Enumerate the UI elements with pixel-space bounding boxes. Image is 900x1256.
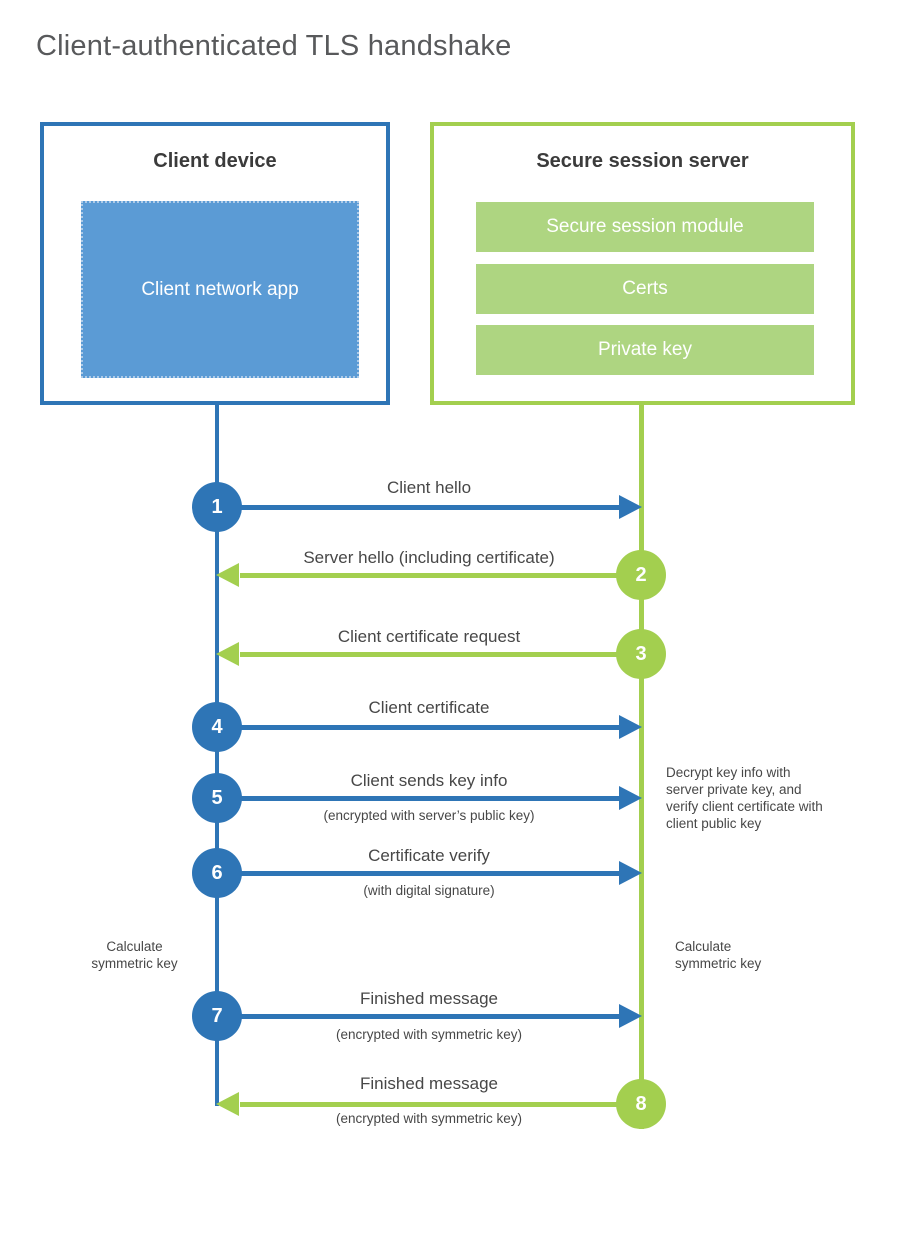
step-circle-4: 4: [192, 702, 242, 752]
server-module-bar: Secure session module: [476, 202, 814, 252]
arrow-head-right-icon: [619, 786, 642, 810]
secure-session-server-title: Secure session server: [536, 150, 749, 172]
arrow-head-right-icon: [619, 715, 642, 739]
message-label-client-sends-key-info: Client sends key info: [350, 771, 508, 790]
message-label-finished-message-server: Finished message: [360, 1074, 498, 1093]
step-circle-8: 8: [616, 1079, 666, 1129]
message-sublabel-symmetric-key-client: (encrypted with symmetric key): [335, 1027, 523, 1042]
arrow-line: [240, 1102, 641, 1107]
arrow-head-right-icon: [619, 861, 642, 885]
step-circle-7: 7: [192, 991, 242, 1041]
arrow-line: [240, 573, 641, 578]
step-circle-1: 1: [192, 482, 242, 532]
arrow-head-left-icon: [216, 563, 239, 587]
arrow-head-right-icon: [619, 495, 642, 519]
server-module-label: Secure session module: [546, 216, 744, 237]
message-sublabel-encrypted-server-public-key: (encrypted with server’s public key): [323, 808, 535, 823]
server-private-key-bar: Private key: [476, 325, 814, 375]
step-circle-5: 5: [192, 773, 242, 823]
message-label-certificate-verify: Certificate verify: [368, 846, 490, 865]
calculate-symmetric-key-note-client: Calculate symmetric key: [91, 939, 178, 971]
client-device-box: Client device Client network app: [40, 122, 390, 405]
arrow-line: [217, 871, 620, 876]
arrow-line: [217, 796, 620, 801]
page-title: Client-authenticated TLS handshake: [36, 30, 512, 62]
client-network-app-label: Client network app: [141, 278, 299, 300]
arrow-line: [217, 725, 620, 730]
message-label-finished-message-client: Finished message: [360, 989, 498, 1008]
message-label-client-certificate: Client certificate: [368, 698, 490, 717]
secure-session-server-box: Secure session server Secure session mod…: [430, 122, 855, 405]
step-circle-2: 2: [616, 550, 666, 600]
server-lifeline: [639, 405, 644, 1129]
message-sublabel-digital-signature: (with digital signature): [363, 883, 495, 898]
arrow-head-right-icon: [619, 1004, 642, 1028]
arrow-line: [217, 505, 620, 510]
server-certs-label: Certs: [622, 278, 668, 299]
arrow-head-left-icon: [216, 1092, 239, 1116]
arrow-head-left-icon: [216, 642, 239, 666]
arrow-line: [240, 652, 641, 657]
server-private-key-label: Private key: [598, 339, 692, 360]
arrow-line: [217, 1014, 620, 1019]
message-label-client-hello: Client hello: [386, 478, 472, 497]
step-circle-6: 6: [192, 848, 242, 898]
message-sublabel-symmetric-key-server: (encrypted with symmetric key): [335, 1111, 523, 1126]
client-network-app-box: Client network app: [81, 201, 359, 378]
client-device-title: Client device: [153, 150, 277, 172]
client-lifeline: [215, 405, 219, 1106]
message-label-client-certificate-request: Client certificate request: [337, 627, 521, 646]
calculate-symmetric-key-note-server: Calculate symmetric key: [675, 939, 762, 971]
server-certs-bar: Certs: [476, 264, 814, 314]
decrypt-key-info-note: Decrypt key info with server private key…: [666, 765, 823, 831]
message-label-server-hello: Server hello (including certificate): [303, 548, 555, 567]
step-circle-3: 3: [616, 629, 666, 679]
